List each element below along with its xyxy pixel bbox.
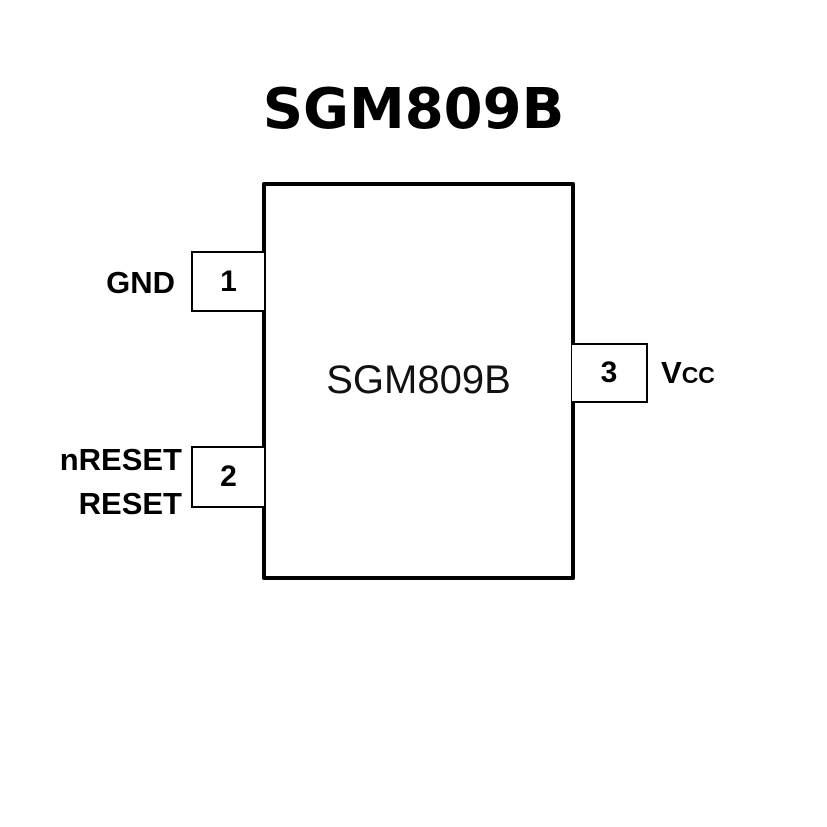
pin-1-box: 1 — [191, 251, 264, 312]
pin-3-name-subscript: CC — [681, 362, 715, 388]
pin-1-number: 1 — [220, 264, 237, 298]
pin-3-name: VCC — [661, 355, 715, 393]
pin-2-name-line-1: nRESET — [59, 442, 182, 477]
pin-2-number: 2 — [220, 460, 237, 493]
pin-2-name-line-2: RESET — [78, 486, 182, 521]
pin-2-box: 2 — [191, 446, 264, 508]
ic-body-label: SGM809B — [326, 358, 511, 402]
pin-3-number: 3 — [600, 356, 618, 389]
diagram-title: SGM809B — [262, 77, 565, 142]
pin-1-name: GND — [106, 265, 175, 300]
ic-body: SGM809B — [262, 182, 575, 580]
pin-3-name-main: V — [661, 355, 682, 390]
pin-3-box: 3 — [572, 343, 648, 403]
